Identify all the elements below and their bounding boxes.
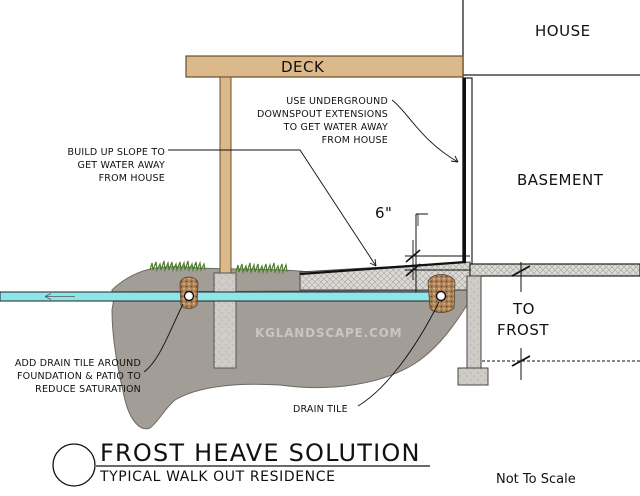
drain-tile-callout: DRAIN TILE: [293, 301, 440, 415]
scale-note: Not To Scale: [496, 472, 576, 487]
svg-text:DOWNSPOUT EXTENSIONS: DOWNSPOUT EXTENSIONS: [257, 109, 388, 120]
to-label: TO: [512, 300, 535, 318]
title-block: FROST HEAVE SOLUTION TYPICAL WALK OUT RE…: [52, 439, 576, 487]
svg-text:FOUNDATION & PATIO TO: FOUNDATION & PATIO TO: [17, 371, 141, 382]
house-structure: HOUSE BASEMENT: [462, 0, 640, 265]
soil-body: [111, 289, 471, 430]
svg-text:USE UNDERGROUND: USE UNDERGROUND: [286, 96, 388, 107]
foundation-callout: ADD DRAIN TILE AROUND FOUNDATION & PATIO…: [15, 303, 184, 395]
downspout-callout: USE UNDERGROUND DOWNSPOUT EXTENSIONS TO …: [257, 96, 459, 163]
six-inch-dimension: [405, 240, 470, 280]
deck-post: [219, 76, 232, 274]
six-inch-label: 6": [375, 204, 392, 222]
frost-dimension: [482, 262, 640, 380]
foundation-footing: [457, 367, 489, 386]
house-label: HOUSE: [535, 22, 591, 40]
post-footing: [213, 272, 237, 369]
diagram-title: FROST HEAVE SOLUTION: [100, 439, 421, 467]
svg-text:TO GET WATER AWAY: TO GET WATER AWAY: [283, 122, 388, 133]
basement-label: BASEMENT: [517, 171, 604, 189]
deck: DECK: [185, 55, 464, 274]
svg-text:ADD DRAIN TILE AROUND: ADD DRAIN TILE AROUND: [15, 358, 141, 369]
svg-text:FROM HOUSE: FROM HOUSE: [99, 173, 165, 184]
drain-tile-label: DRAIN TILE: [293, 404, 348, 415]
frost-label: FROST: [497, 321, 549, 339]
drain-tile-right: [427, 274, 456, 313]
slope-callout: BUILD UP SLOPE TO GET WATER AWAY FROM HO…: [68, 147, 377, 267]
drain-tile-left: [179, 276, 199, 310]
svg-text:BUILD UP SLOPE TO: BUILD UP SLOPE TO: [68, 147, 166, 158]
basement-slab: [469, 263, 640, 277]
foundation-wall: [466, 275, 482, 369]
diagram-subtitle: TYPICAL WALK OUT RESIDENCE: [99, 469, 336, 485]
grass-strip: [149, 260, 288, 275]
drain-pipe: [0, 291, 443, 302]
deck-label: DECK: [281, 58, 325, 76]
svg-text:REDUCE SATURATION: REDUCE SATURATION: [35, 384, 141, 395]
svg-text:FROM HOUSE: FROM HOUSE: [322, 135, 388, 146]
watermark: KGLANDSCAPE.COM: [255, 326, 402, 340]
svg-text:GET WATER AWAY: GET WATER AWAY: [78, 160, 165, 171]
title-circle: [52, 443, 96, 487]
